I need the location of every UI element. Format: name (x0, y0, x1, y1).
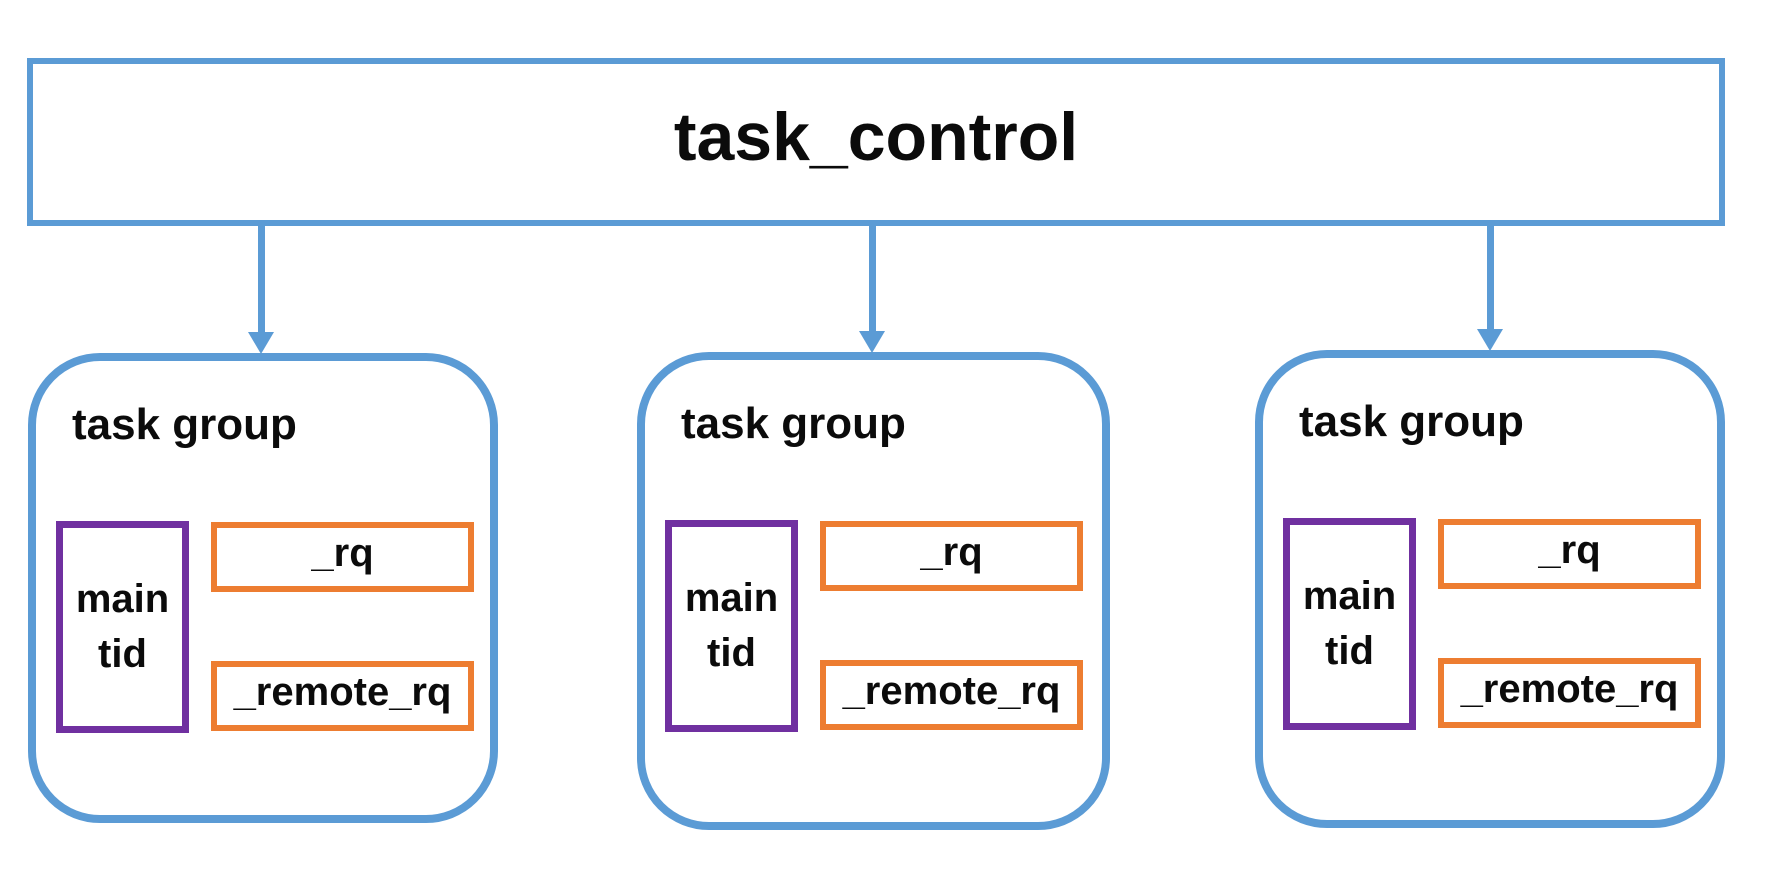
remote-rq-box: _remote_rq (211, 661, 474, 731)
rq-box: _rq (211, 522, 474, 592)
main-tid-label: main tid (76, 572, 169, 682)
task-control-box: task_control (27, 58, 1725, 226)
remote-rq-label: _remote_rq (233, 670, 452, 714)
main-tid-box: main tid (665, 520, 798, 732)
main-tid-line-2: tid (1325, 629, 1374, 673)
task-group-box-3: task group main tid _rq _remote_rq (1255, 350, 1725, 828)
task-group-label: task group (681, 399, 906, 448)
arrow-shaft (868, 226, 876, 331)
task-group-box-1: task group main tid _rq _remote_rq (28, 353, 498, 823)
arrow-down-icon (248, 226, 274, 354)
task-group-box-2: task group main tid _rq _remote_rq (637, 352, 1110, 830)
arrow-head (1477, 329, 1503, 351)
task-group-label: task group (1299, 397, 1524, 446)
remote-rq-box: _remote_rq (820, 660, 1083, 730)
arrow-down-icon (1477, 226, 1503, 351)
rq-label: _rq (920, 530, 983, 574)
main-tid-box: main tid (56, 521, 189, 733)
main-tid-line-2: tid (98, 632, 147, 676)
rq-box: _rq (820, 521, 1083, 591)
remote-rq-label: _remote_rq (842, 669, 1061, 713)
main-tid-line-1: main (75, 576, 170, 621)
main-tid-label: main tid (1303, 569, 1396, 679)
main-tid-line-1: main (1302, 573, 1397, 618)
main-tid-line-1: main (684, 575, 779, 620)
arrow-head (859, 331, 885, 353)
arrow-shaft (257, 226, 265, 332)
main-tid-line-2: tid (707, 631, 756, 675)
main-tid-box: main tid (1283, 518, 1416, 730)
arrow-head (248, 332, 274, 354)
remote-rq-label: _remote_rq (1460, 667, 1679, 711)
rq-label: _rq (311, 531, 374, 575)
task-control-label: task_control (673, 99, 1079, 175)
task-group-label: task group (72, 400, 297, 449)
arrow-shaft (1486, 226, 1494, 329)
main-tid-label: main tid (685, 571, 778, 681)
remote-rq-box: _remote_rq (1438, 658, 1701, 728)
arrow-down-icon (859, 226, 885, 353)
rq-label: _rq (1538, 528, 1601, 572)
rq-box: _rq (1438, 519, 1701, 589)
